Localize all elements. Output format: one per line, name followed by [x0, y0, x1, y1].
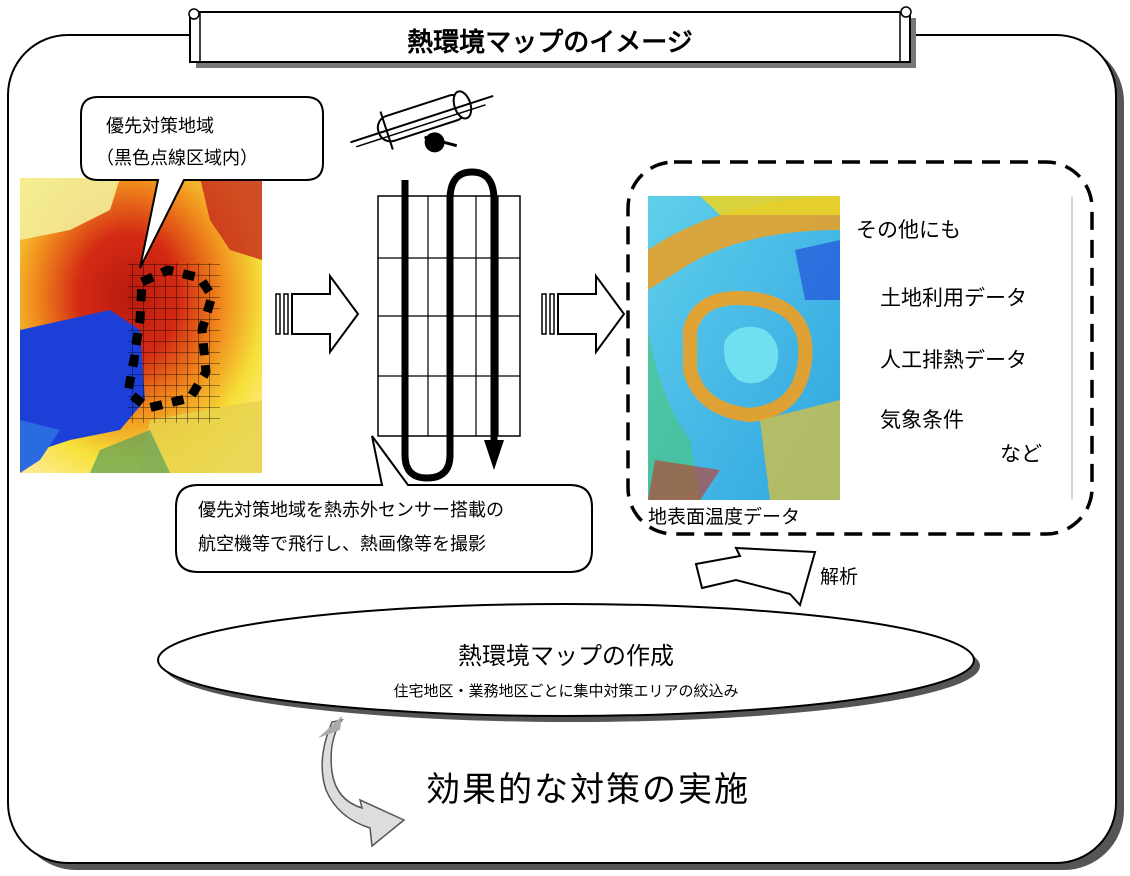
thermal-image [648, 196, 840, 500]
heat-map-image [20, 178, 262, 473]
callout-priority-line1: 優先対策地域 [106, 116, 214, 137]
analysis-label: 解析 [820, 566, 859, 588]
right-arrow-icon [275, 272, 360, 356]
final-step: 効果的な対策の実施 [426, 770, 750, 810]
diagram-title: 熱環境マップのイメージ [407, 28, 693, 58]
right-arrow-icon [541, 272, 626, 356]
callout-flight-line1: 優先対策地域を熱赤外センサー搭載の [198, 500, 504, 521]
down-arrow-icon [694, 546, 817, 608]
others-item-land-use: 土地利用データ [880, 286, 1027, 310]
others-item-anthropogenic-heat: 人工排熱データ [880, 348, 1027, 372]
callout-priority-line2: （黒色点線区域内） [96, 148, 258, 169]
others-heading: その他にも [856, 218, 961, 242]
flight-path [401, 168, 504, 482]
others-item-weather: 気象条件 [880, 408, 964, 432]
airplane-icon [350, 90, 494, 153]
map-creation-subtitle: 住宅地区・業務地区ごとに集中対策エリアの絞込み [393, 682, 739, 700]
map-creation-ellipse [157, 603, 980, 722]
callout-flight-line2: 航空機等で飛行し、熱画像等を撮影 [198, 534, 486, 555]
curved-arrow-icon [318, 716, 406, 848]
scroll-banner-icon [188, 6, 916, 68]
others-tail: など [1000, 442, 1042, 466]
thermal-caption: 地表面温度データ [648, 506, 801, 528]
map-creation-title: 熱環境マップの作成 [458, 642, 674, 670]
callout-flight [175, 435, 593, 573]
callout-priority-area [80, 96, 324, 269]
data-sources-box [626, 160, 1094, 536]
